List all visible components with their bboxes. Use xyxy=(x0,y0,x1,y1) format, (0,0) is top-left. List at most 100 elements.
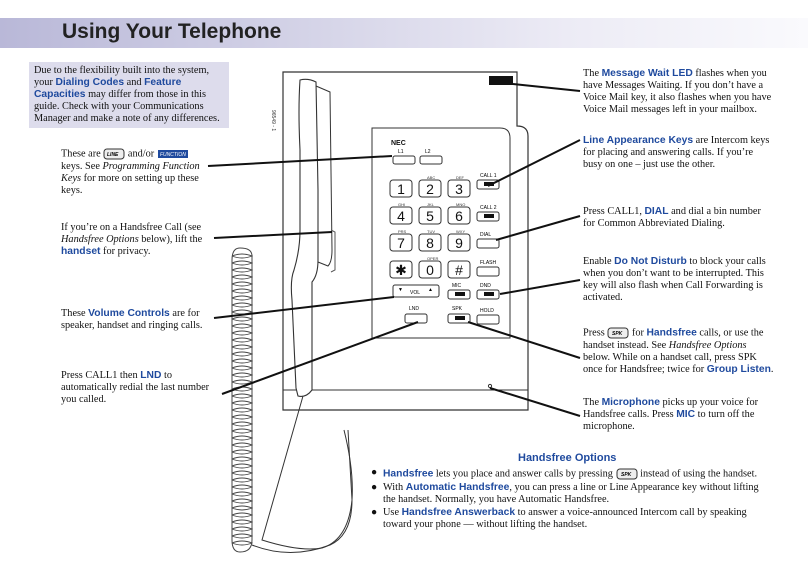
dial-key-digit: 7 xyxy=(397,235,405,251)
cord-coil xyxy=(231,421,254,427)
note-text: may differ from those in this guide. Che… xyxy=(34,89,220,124)
dial-key[interactable] xyxy=(389,260,413,279)
cord-coil xyxy=(231,526,254,532)
function-key-label: FLASH xyxy=(480,260,497,266)
dial-key[interactable] xyxy=(418,179,442,198)
dial-key[interactable] xyxy=(418,233,442,252)
function-key-flash[interactable] xyxy=(476,266,500,277)
key-led xyxy=(484,182,494,186)
keyword-automatic-handsfree: Automatic Handsfree xyxy=(405,482,510,493)
function-keys-description: These are LINE and/or FUNCTION keys. See… xyxy=(61,147,211,197)
dial-key-digit: 0 xyxy=(426,262,434,278)
text: for more on setting up these keys. xyxy=(61,173,199,196)
text: and/or xyxy=(125,148,157,160)
volume-key[interactable] xyxy=(392,284,440,298)
dial-key[interactable] xyxy=(447,206,471,225)
keyword-volume-controls: Volume Controls xyxy=(88,308,170,319)
line-appearance-description: Line Appearance Keys are Intercom keys f… xyxy=(583,135,775,171)
text: These are xyxy=(61,148,104,160)
function-key-label: CALL 1 xyxy=(480,173,497,179)
dial-key-digit: # xyxy=(455,262,463,278)
text: Use xyxy=(383,507,402,518)
text: instead of using the handset. xyxy=(637,468,758,480)
cord-coil xyxy=(231,428,254,434)
volume-description: These Volume Controls are for speaker, h… xyxy=(61,308,211,332)
line-key-l2[interactable] xyxy=(419,155,443,165)
list-item: ●Handsfree lets you place and answer cal… xyxy=(366,467,766,481)
svg-text:FUNCTION: FUNCTION xyxy=(160,152,186,158)
dial-key[interactable] xyxy=(447,233,471,252)
brand-logo: NEC xyxy=(391,140,406,147)
function-key-label: HOLD xyxy=(480,308,494,314)
text: If you’re on a Handsfree Call (see xyxy=(61,222,202,233)
coiled-cord xyxy=(231,247,253,553)
keyword-message-wait-led: Message Wait LED xyxy=(601,68,693,79)
page-title: Using Your Telephone xyxy=(62,20,282,43)
cord-coil xyxy=(231,365,254,371)
dial-key[interactable] xyxy=(447,179,471,198)
cord-coils xyxy=(231,253,254,546)
dial-key-letters: JKL xyxy=(427,202,435,207)
text-italic: Programming Function Keys xyxy=(61,161,200,184)
lnd-key-label: LND xyxy=(409,306,419,312)
text: The xyxy=(583,68,602,79)
dial-key-letters: TUV xyxy=(427,229,435,234)
cord-coil xyxy=(231,470,254,476)
svg-text:SPK: SPK xyxy=(612,331,623,337)
mic-led xyxy=(455,292,465,296)
keyword-do-not-disturb: Do Not Disturb xyxy=(614,256,687,267)
side-label: 96549 - 1 xyxy=(270,110,276,131)
cord-coil xyxy=(231,463,254,469)
text: , you can press a line or Line Appearanc… xyxy=(383,482,759,505)
function-key-hold[interactable] xyxy=(476,314,500,325)
dial-key-letters: GHI xyxy=(398,202,405,207)
header-band xyxy=(0,18,808,48)
function-key-label: DND xyxy=(480,283,491,289)
note-keyword-dialing-codes: Dialing Codes xyxy=(55,77,125,88)
keyword-handsfree: Handsfree xyxy=(646,327,697,339)
text: are for speaker, handset and ringing cal… xyxy=(61,308,203,331)
cord-coil xyxy=(231,260,254,266)
keyword-microphone: Microphone xyxy=(601,397,660,408)
cord-coil xyxy=(231,372,254,378)
handsfree-options-list: ●Handsfree lets you place and answer cal… xyxy=(366,467,766,532)
cord-coil xyxy=(231,435,254,441)
cord-coil xyxy=(231,351,254,357)
text: for xyxy=(629,327,647,339)
cord-coil xyxy=(231,337,254,343)
note-keyword-feature-capacities: Feature Capacities xyxy=(34,77,182,100)
dial-key[interactable] xyxy=(389,233,413,252)
text: flashes when you have Messages Waiting. … xyxy=(583,68,772,115)
text: for privacy. xyxy=(100,246,151,257)
cord-coil xyxy=(231,281,254,287)
dial-key[interactable] xyxy=(447,260,471,279)
cord-coil xyxy=(231,267,254,273)
handset-side xyxy=(315,85,333,267)
dial-key[interactable] xyxy=(389,206,413,225)
dial-key[interactable] xyxy=(389,179,413,198)
dial-key[interactable] xyxy=(418,206,442,225)
keyword-line-appearance-keys: Line Appearance Keys xyxy=(583,135,694,146)
spk-key-icon: SPK xyxy=(607,327,629,339)
function-key-dial[interactable] xyxy=(476,238,500,249)
dial-key-digit: 1 xyxy=(397,181,405,197)
message-wait-led xyxy=(489,76,513,85)
list-item: ●With Automatic Handsfree, you can press… xyxy=(366,482,766,506)
text: to automatically redial the last number … xyxy=(61,370,210,405)
text: to answer a voice-announced Intercom cal… xyxy=(383,507,747,530)
dial-key[interactable] xyxy=(418,260,442,279)
list-item: ●Use Handsfree Answerback to answer a vo… xyxy=(366,507,766,531)
cord-coil xyxy=(231,393,254,399)
cord-coil xyxy=(231,442,254,448)
callout-lines xyxy=(207,83,581,417)
mic-key-label: MIC xyxy=(452,283,462,289)
lnd-key[interactable] xyxy=(404,313,428,324)
cord-coil xyxy=(231,414,254,420)
dial-key-digit: 9 xyxy=(455,235,463,251)
keyword-mic: MIC xyxy=(676,409,696,420)
keyword-lnd: LND xyxy=(140,370,162,381)
svg-text:SPK: SPK xyxy=(621,472,632,478)
handset-description: If you’re on a Handsfree Call (see Hands… xyxy=(61,222,211,258)
dial-key-digit: 4 xyxy=(397,208,405,224)
line-key-l1[interactable] xyxy=(392,155,416,165)
